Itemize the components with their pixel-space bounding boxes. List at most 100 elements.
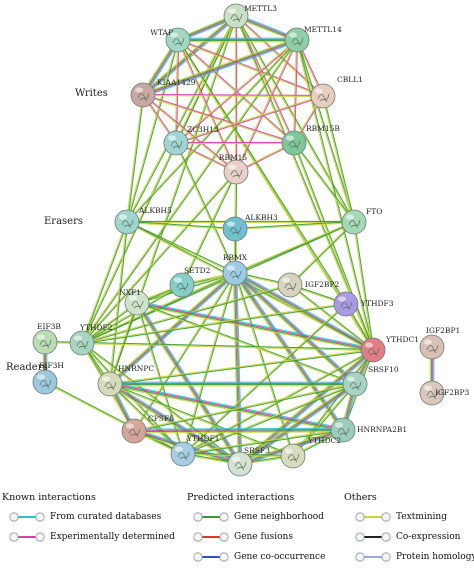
legend-swatch-node bbox=[355, 512, 365, 522]
node-srsf10[interactable]: SRSF10 bbox=[342, 365, 399, 397]
node-cbll1[interactable]: CBLL1 bbox=[310, 75, 363, 109]
node-mettl3[interactable]: METTL3 bbox=[223, 3, 277, 29]
edge-strand bbox=[240, 384, 356, 465]
node-eif3b[interactable]: EIF3B bbox=[32, 322, 61, 355]
node-cpsf6[interactable]: CPSF6 bbox=[121, 414, 174, 444]
edge-strand bbox=[134, 430, 344, 433]
node-rbmx[interactable]: RBMX bbox=[222, 253, 248, 286]
node-highlight bbox=[285, 448, 293, 454]
edge-strand bbox=[133, 427, 343, 430]
node-label-setd2: SETD2 bbox=[184, 266, 211, 275]
node-circle-ythdf3[interactable] bbox=[333, 291, 359, 317]
edge-strand bbox=[134, 431, 344, 434]
edge-kiaa1429-cbll1 bbox=[142, 93, 324, 98]
node-wtap[interactable]: WTAP bbox=[150, 27, 191, 53]
node-circle-ythdf1[interactable] bbox=[170, 441, 196, 467]
node-circle-alkbh5[interactable] bbox=[114, 209, 140, 235]
edge-strand bbox=[235, 272, 356, 384]
node-setd2[interactable]: SETD2 bbox=[169, 266, 211, 298]
node-ythdf1[interactable]: YTHDF1 bbox=[170, 434, 219, 467]
node-circle-eif3b[interactable] bbox=[32, 329, 58, 355]
protein-structure-icon bbox=[39, 379, 52, 389]
edge-strand bbox=[177, 40, 346, 305]
legend-swatch-node bbox=[193, 512, 203, 522]
edge-strand bbox=[183, 304, 347, 455]
node-label-zc3h13: ZC3H13 bbox=[187, 125, 219, 134]
node-ythdc1[interactable]: YTHDC1 bbox=[360, 335, 419, 363]
edge-strand bbox=[292, 143, 373, 351]
node-hnrnpa2b1[interactable]: HNRNPA2B1 bbox=[330, 417, 407, 443]
node-igf2bp2[interactable]: IGF2BP2 bbox=[277, 272, 339, 298]
node-srsf3[interactable]: SRSF3 bbox=[227, 446, 270, 477]
node-circle-setd2[interactable] bbox=[169, 272, 195, 298]
edge-strand bbox=[110, 383, 241, 464]
protein-structure-icon bbox=[104, 381, 117, 391]
node-circle-zc3h13[interactable] bbox=[163, 130, 189, 156]
legend-swatch-cooccurrence bbox=[193, 552, 229, 562]
node-circle-cbll1[interactable] bbox=[310, 83, 336, 109]
node-highlight bbox=[424, 339, 432, 345]
node-ythdf3[interactable]: YTHDF3 bbox=[333, 291, 394, 317]
edge-strand bbox=[127, 16, 238, 223]
protein-structure-icon bbox=[177, 451, 190, 461]
edge-strand bbox=[297, 39, 375, 350]
edge-strand bbox=[82, 304, 347, 345]
node-label-fto: FTO bbox=[366, 207, 382, 216]
node-circle-rbm15b[interactable] bbox=[281, 130, 307, 156]
node-highlight bbox=[282, 277, 290, 283]
node-circle-ythdc2[interactable] bbox=[280, 443, 306, 469]
edge-fto-rbmx bbox=[234, 220, 355, 275]
node-kiaa1429[interactable]: KIAA1429 bbox=[130, 78, 196, 108]
node-ythdc2[interactable]: YTHDC2 bbox=[280, 436, 341, 469]
edge-strand bbox=[133, 272, 235, 431]
node-circle-srsf3[interactable] bbox=[227, 451, 253, 477]
node-nxf1[interactable]: NXF1 bbox=[119, 288, 150, 316]
node-label-ythdc2: YTHDC2 bbox=[307, 436, 341, 445]
node-circle-ythdf2[interactable] bbox=[69, 330, 95, 356]
edge-strand bbox=[127, 95, 145, 223]
edge-ythdf2-ythdc1 bbox=[81, 341, 374, 352]
node-circle-cpsf6[interactable] bbox=[121, 418, 147, 444]
node-zc3h13[interactable]: ZC3H13 bbox=[163, 125, 219, 156]
edge-strand bbox=[142, 95, 323, 98]
node-hnrnpc[interactable]: HNRNPC bbox=[97, 364, 154, 397]
legend-swatch-fusions bbox=[193, 532, 229, 542]
node-eif3h[interactable]: EIF3H bbox=[32, 361, 64, 395]
edge-alkbh5-ythdf2 bbox=[80, 221, 129, 344]
edge-hnrnpc-srsf10 bbox=[110, 381, 355, 387]
node-highlight bbox=[168, 135, 176, 141]
node-igf2bp1[interactable]: IGF2BP1 bbox=[419, 326, 460, 360]
node-circle-ythdc1[interactable] bbox=[360, 337, 386, 363]
edge-strand bbox=[178, 39, 238, 172]
node-circle-hnrnpc[interactable] bbox=[97, 371, 123, 397]
edge-strand bbox=[294, 142, 375, 350]
node-ythdf2[interactable]: YTHDF2 bbox=[69, 323, 113, 356]
node-circle-fto[interactable] bbox=[341, 209, 367, 235]
node-alkbh3[interactable]: ALKBH3 bbox=[222, 213, 278, 242]
edge-rbm15b-ythdc1 bbox=[292, 142, 375, 351]
node-alkbh5[interactable]: ALKBH5 bbox=[114, 206, 172, 235]
protein-structure-icon bbox=[284, 282, 297, 292]
node-rbm15[interactable]: RBM15 bbox=[219, 153, 249, 185]
node-highlight bbox=[37, 374, 45, 380]
node-rbm15b[interactable]: RBM15B bbox=[281, 124, 340, 156]
node-circle-rbm15[interactable] bbox=[223, 159, 249, 185]
node-circle-kiaa1429[interactable] bbox=[130, 82, 156, 108]
edge-strand bbox=[82, 172, 237, 344]
node-circle-igf2bp2[interactable] bbox=[277, 272, 303, 298]
legend-swatch-node bbox=[35, 532, 45, 542]
node-circle-srsf10[interactable] bbox=[342, 371, 368, 397]
node-circle-alkbh3[interactable] bbox=[222, 216, 248, 242]
edge-strand bbox=[176, 142, 237, 273]
node-fto[interactable]: FTO bbox=[341, 207, 382, 235]
node-igf2bp3[interactable]: IGF2BP3 bbox=[419, 380, 469, 406]
node-circle-eif3h[interactable] bbox=[32, 369, 58, 395]
node-highlight bbox=[286, 135, 294, 141]
node-circle-rbmx[interactable] bbox=[222, 260, 248, 286]
legend-label-cooccurrence: Gene co-occurrence bbox=[234, 552, 326, 562]
node-circle-igf2bp1[interactable] bbox=[419, 334, 445, 360]
node-label-srsf3: SRSF3 bbox=[244, 446, 270, 455]
node-mettl14[interactable]: METTL14 bbox=[284, 25, 342, 53]
edge-strand bbox=[125, 15, 236, 222]
